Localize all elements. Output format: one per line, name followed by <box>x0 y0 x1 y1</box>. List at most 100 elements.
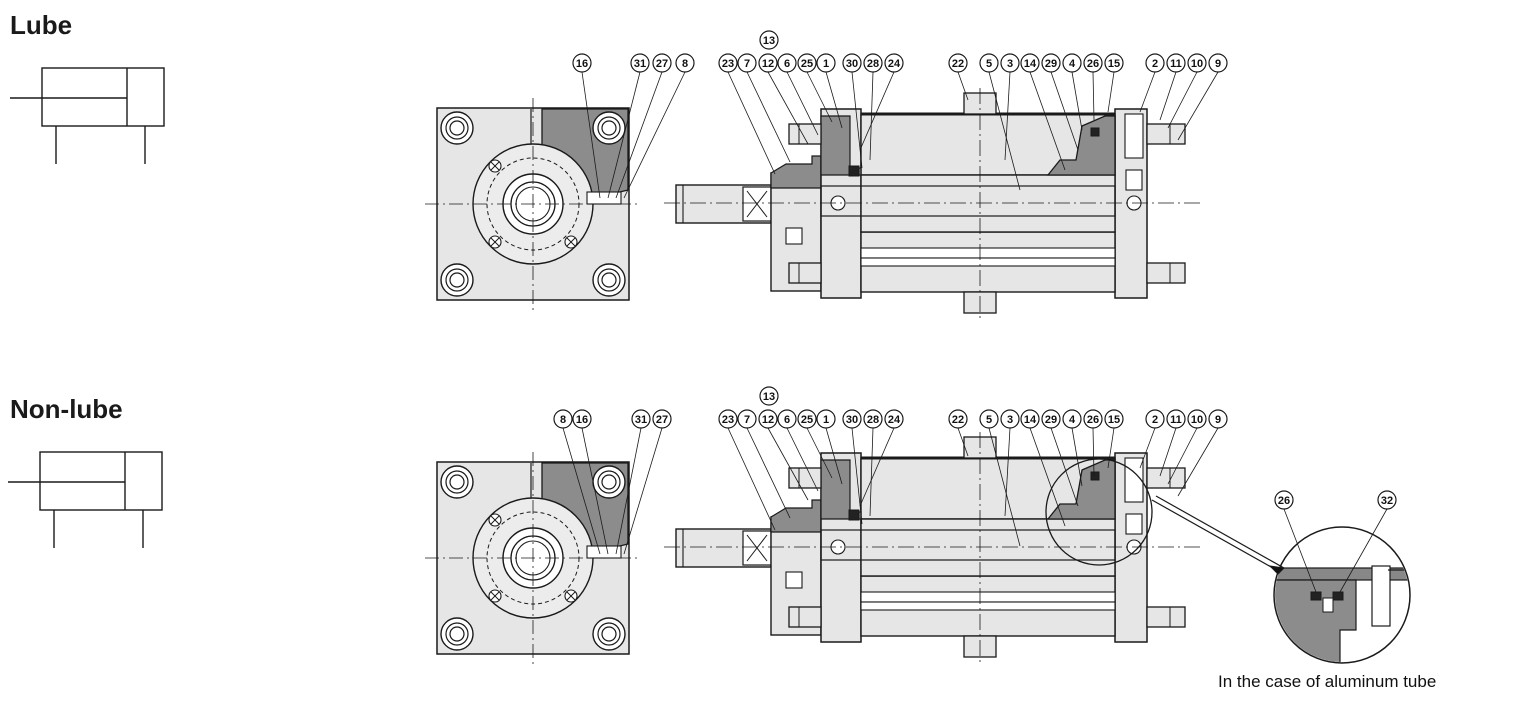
lube-side-view <box>664 88 1200 318</box>
svg-text:9: 9 <box>1215 414 1221 426</box>
side-callout-15-17: 15 <box>1104 409 1124 429</box>
svg-text:30: 30 <box>846 58 858 70</box>
svg-text:27: 27 <box>656 414 668 426</box>
svg-text:30: 30 <box>846 414 858 426</box>
side-callout-5-11: 5 <box>979 53 999 73</box>
lube-title: Lube <box>10 10 73 40</box>
svg-text:7: 7 <box>744 58 750 70</box>
side-callout-4-15: 4 <box>1062 53 1082 73</box>
side-callout-28-8: 28 <box>863 409 883 429</box>
svg-text:10: 10 <box>1191 414 1203 426</box>
svg-text:28: 28 <box>867 58 879 70</box>
side-callout-1-6: 1 <box>816 53 836 73</box>
side-callout-11-19: 11 <box>1166 409 1186 429</box>
side-callout-29-14: 29 <box>1041 53 1061 73</box>
svg-text:15: 15 <box>1108 58 1120 70</box>
lube-end-view <box>425 98 641 310</box>
svg-text:8: 8 <box>682 58 688 70</box>
side-callout-2-18: 2 <box>1145 53 1165 73</box>
end-callout-8-3: 8 <box>675 53 695 73</box>
side-callout-1-6: 1 <box>816 409 836 429</box>
svg-text:16: 16 <box>576 58 588 70</box>
side-callout-28-8: 28 <box>863 53 883 73</box>
svg-text:29: 29 <box>1045 414 1057 426</box>
non-lube-title: Non-lube <box>10 394 123 424</box>
svg-text:7: 7 <box>744 414 750 426</box>
svg-text:26: 26 <box>1087 414 1099 426</box>
detail-callout-32-1: 32 <box>1377 490 1397 510</box>
side-callout-26-16: 26 <box>1083 53 1103 73</box>
end-callout-31-1: 31 <box>630 53 650 73</box>
side-callout-4-15: 4 <box>1062 409 1082 429</box>
side-callout-14-13: 14 <box>1020 409 1040 429</box>
side-callout-15-17: 15 <box>1104 53 1124 73</box>
side-callout-29-14: 29 <box>1041 409 1061 429</box>
svg-text:5: 5 <box>986 414 992 426</box>
svg-text:11: 11 <box>1170 58 1182 70</box>
end-callout-27-3: 27 <box>652 409 672 429</box>
end-callout-16-1: 16 <box>572 409 592 429</box>
svg-text:24: 24 <box>888 58 901 70</box>
side-callout-12-3: 12 <box>758 53 778 73</box>
side-callout-14-13: 14 <box>1020 53 1040 73</box>
svg-text:3: 3 <box>1007 414 1013 426</box>
svg-text:31: 31 <box>634 58 646 70</box>
svg-text:12: 12 <box>762 58 774 70</box>
svg-text:31: 31 <box>635 414 647 426</box>
side-callout-22-10: 22 <box>948 409 968 429</box>
non-lube-cylinder-symbol <box>8 451 163 548</box>
svg-text:27: 27 <box>656 58 668 70</box>
end-callout-16-0: 16 <box>572 53 592 73</box>
svg-text:23: 23 <box>722 58 734 70</box>
aluminum-tube-detail <box>1151 495 1411 664</box>
svg-text:22: 22 <box>952 58 964 70</box>
svg-text:13: 13 <box>763 391 775 403</box>
svg-text:24: 24 <box>888 414 901 426</box>
svg-text:9: 9 <box>1215 58 1221 70</box>
svg-text:16: 16 <box>576 414 588 426</box>
side-callout-3-12: 3 <box>1000 409 1020 429</box>
side-callout-12-3: 12 <box>758 409 778 429</box>
side-callout-23-1: 23 <box>718 53 738 73</box>
svg-text:4: 4 <box>1069 414 1076 426</box>
side-callout-5-11: 5 <box>979 409 999 429</box>
svg-text:11: 11 <box>1170 414 1182 426</box>
svg-text:14: 14 <box>1024 414 1037 426</box>
svg-text:26: 26 <box>1087 58 1099 70</box>
svg-text:22: 22 <box>952 414 964 426</box>
side-callout-6-4: 6 <box>777 409 797 429</box>
svg-text:32: 32 <box>1381 495 1393 507</box>
side-callout-30-7: 30 <box>842 409 862 429</box>
side-callout-23-1: 23 <box>718 409 738 429</box>
svg-text:10: 10 <box>1191 58 1203 70</box>
detail-callout-26-0: 26 <box>1274 490 1294 510</box>
svg-text:3: 3 <box>1007 58 1013 70</box>
side-callout-13-0: 13 <box>759 386 779 406</box>
detail-callouts: 26 32 <box>1274 490 1397 593</box>
svg-text:14: 14 <box>1024 58 1037 70</box>
side-callout-3-12: 3 <box>1000 53 1020 73</box>
svg-text:1: 1 <box>823 414 829 426</box>
svg-text:25: 25 <box>801 414 813 426</box>
side-callout-9-21: 9 <box>1208 53 1228 73</box>
side-callout-11-19: 11 <box>1166 53 1186 73</box>
svg-text:8: 8 <box>560 414 566 426</box>
svg-text:12: 12 <box>762 414 774 426</box>
side-callout-25-5: 25 <box>797 53 817 73</box>
svg-text:25: 25 <box>801 58 813 70</box>
svg-text:26: 26 <box>1278 495 1290 507</box>
side-callout-10-20: 10 <box>1187 53 1207 73</box>
detail-caption: In the case of aluminum tube <box>1218 672 1437 691</box>
svg-text:1: 1 <box>823 58 829 70</box>
svg-text:5: 5 <box>986 58 992 70</box>
lube-cylinder-symbol <box>10 67 165 164</box>
side-callout-13-0: 13 <box>759 30 779 50</box>
svg-text:15: 15 <box>1108 414 1120 426</box>
end-callout-8-0: 8 <box>553 409 573 429</box>
svg-text:4: 4 <box>1069 58 1076 70</box>
side-callout-22-10: 22 <box>948 53 968 73</box>
side-callout-25-5: 25 <box>797 409 817 429</box>
side-callout-10-20: 10 <box>1187 409 1207 429</box>
